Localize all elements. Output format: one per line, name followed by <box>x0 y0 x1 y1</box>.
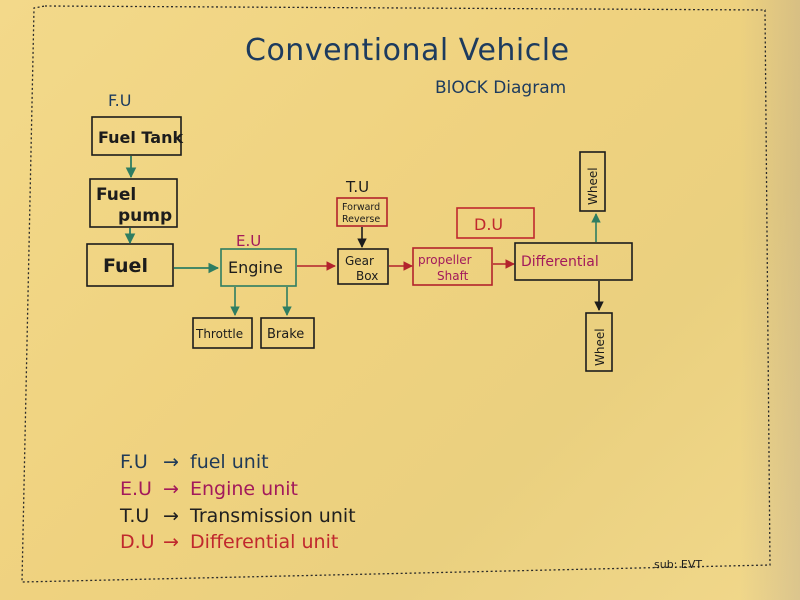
legend-abbr-tu: T.U <box>119 505 149 527</box>
wheel-bottom-label: Wheel <box>593 328 607 366</box>
gear-box-label-line1: Gear <box>345 254 374 268</box>
forward-reverse-label-line1: Forward <box>342 202 380 213</box>
differential-label: Differential <box>521 254 599 270</box>
legend-item-fu: F.U → fuel unit <box>120 451 269 473</box>
engine-block: Engine <box>220 248 297 287</box>
diagram-title: Conventional Vehicle <box>245 33 570 68</box>
fuel-pump-label-line1: Fuel <box>96 185 136 205</box>
legend-arrow-icon: → <box>163 451 179 473</box>
page-border <box>21 5 771 583</box>
fuel-pump-block: Fuel pump <box>89 178 178 228</box>
fu-label: F.U <box>108 91 131 110</box>
subject-label: sub: EVT <box>654 558 702 571</box>
wheel-top-block: Wheel <box>579 151 606 212</box>
legend-item-tu: T.U → Transmission unit <box>119 505 356 527</box>
fuel-tank-label: Fuel Tank <box>98 128 183 147</box>
forward-reverse-block: Forward Reverse <box>336 197 388 227</box>
throttle-block: Throttle <box>192 317 253 349</box>
brake-label: Brake <box>267 327 304 342</box>
tu-label: T.U <box>345 178 369 196</box>
legend-item-eu: E.U → Engine unit <box>120 478 298 500</box>
legend-meaning-eu: Engine unit <box>190 478 298 500</box>
du-label: D.U <box>474 215 503 234</box>
legend-abbr-eu: E.U <box>120 478 152 500</box>
fuel-tank-block: Fuel Tank <box>91 116 183 156</box>
differential-block: Differential <box>514 242 633 281</box>
legend-meaning-fu: fuel unit <box>190 451 269 473</box>
legend-abbr-fu: F.U <box>120 451 148 473</box>
forward-reverse-label-line2: Reverse <box>342 214 380 225</box>
legend-meaning-du: Differential unit <box>190 531 338 553</box>
propeller-shaft-label-line2: Shaft <box>437 269 469 283</box>
legend-arrow-icon: → <box>163 505 179 527</box>
legend-arrow-icon: → <box>163 478 179 500</box>
eu-label: E.U <box>236 232 261 250</box>
propeller-shaft-label-line1: propeller <box>418 253 472 267</box>
gear-box-label-line2: Box <box>356 269 378 283</box>
gear-box-block: Gear Box <box>337 248 389 285</box>
legend-arrow-icon: → <box>163 531 179 553</box>
wheel-bottom-block: Wheel <box>585 312 613 372</box>
legend: F.U → fuel unit E.U → Engine unit T.U → … <box>119 451 356 553</box>
fuel-pump-label-line2: pump <box>118 206 172 226</box>
fuel-label: Fuel <box>103 255 148 277</box>
fuel-block: Fuel <box>86 243 174 287</box>
brake-block: Brake <box>260 317 315 349</box>
engine-label: Engine <box>228 258 283 277</box>
wheel-top-label: Wheel <box>586 167 600 205</box>
legend-item-du: D.U → Differential unit <box>120 531 338 553</box>
legend-abbr-du: D.U <box>120 531 155 553</box>
legend-meaning-tu: Transmission unit <box>189 505 356 527</box>
propeller-shaft-block: propeller Shaft <box>412 247 493 286</box>
diagram-subtitle: BlOCK Diagram <box>435 78 566 98</box>
throttle-label: Throttle <box>195 327 243 341</box>
du-label-box: D.U <box>456 207 535 239</box>
